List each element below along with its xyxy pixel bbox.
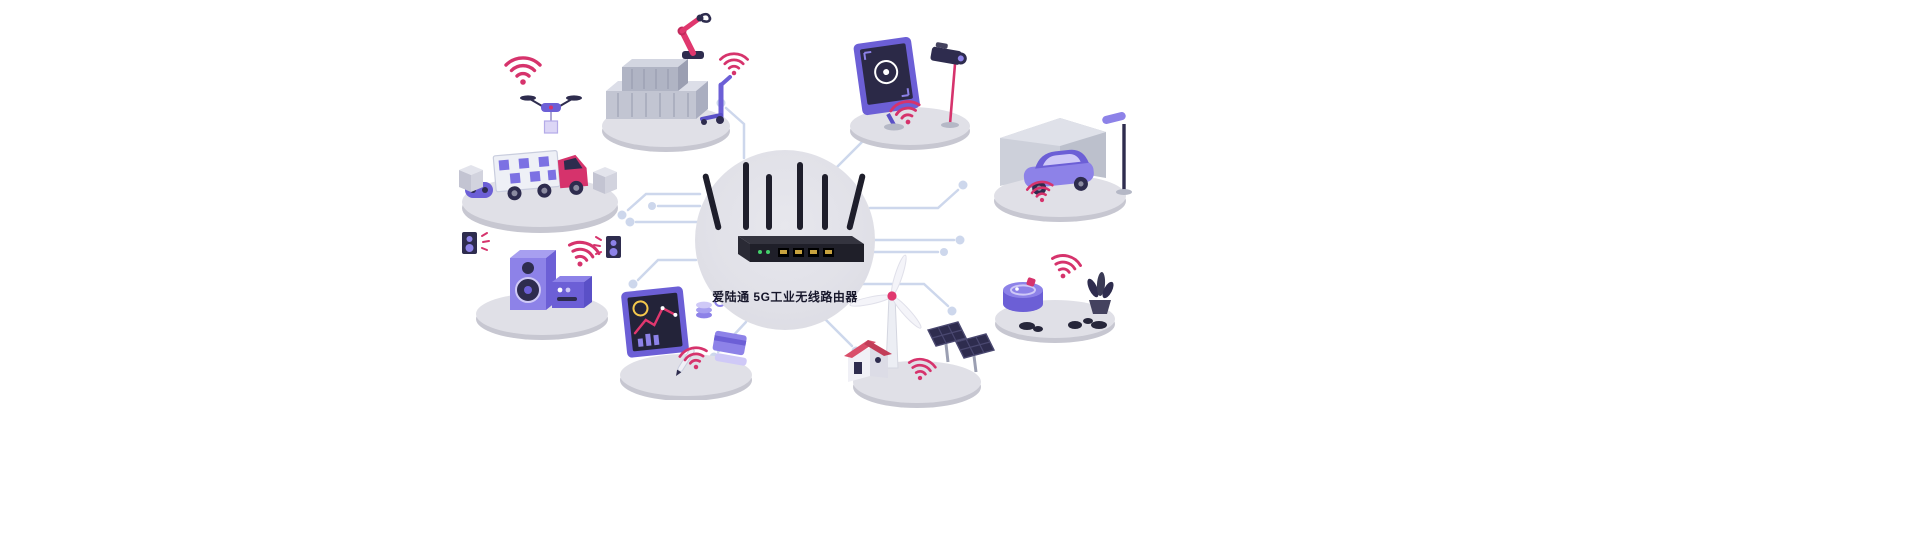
wifi-signal-icon: [1046, 251, 1084, 284]
cctv-camera-icon: [930, 42, 967, 128]
center-hub: 爱陆通 5G工业无线路由器: [695, 150, 875, 330]
drone-icon: [520, 95, 582, 134]
smart-home-icon: [844, 340, 892, 382]
receiver-unit-icon: [552, 276, 592, 308]
wind-turbine-icon: [849, 254, 922, 369]
node-video-surveillance: [828, 28, 993, 153]
truck-icon: [492, 149, 589, 201]
node-smart-metering: [975, 232, 1135, 347]
monitor-stand: [884, 113, 904, 131]
cargo-box-icon: [459, 165, 483, 192]
street-lamp-icon: [1102, 112, 1132, 195]
platform-top: [994, 175, 1126, 217]
node-smart-factory: [578, 5, 753, 155]
ethernet-ports: [778, 248, 834, 257]
robot-arm-icon: [677, 12, 712, 59]
router-body: [738, 236, 864, 262]
wifi-signal-icon: [719, 52, 749, 77]
node-smart-energy: [832, 250, 1002, 410]
speaker-cabinet-icon: [510, 250, 556, 310]
router-label: 爱陆通 5G工业无线路由器: [712, 290, 858, 304]
router-antennas: [702, 162, 866, 231]
cargo-box-icon: [593, 167, 617, 194]
iot-sensor-icon: [1003, 277, 1043, 312]
router-icon: [702, 162, 866, 262]
dashboard-screen-icon: [621, 286, 689, 358]
container-stack-icon: [606, 59, 708, 119]
pallet-jack-icon: [700, 75, 732, 125]
potted-plant-icon: [1087, 272, 1114, 314]
rocks-icon: [1019, 318, 1107, 332]
node-smart-audio: [452, 212, 632, 342]
monitor-icon: [853, 36, 920, 116]
mini-speaker-icon: [462, 232, 490, 254]
solar-panel-icon: [926, 321, 996, 373]
node-smart-finance: [598, 275, 773, 400]
node-drone-logistics: [445, 50, 635, 240]
mini-speaker-icon: [593, 236, 621, 258]
wifi-signal-icon: [504, 56, 542, 87]
platform-top: [850, 107, 970, 145]
node-smart-parking: [972, 84, 1147, 224]
wifi-signal-icon: [563, 237, 603, 273]
platform-top: [620, 354, 752, 396]
card-stack-icon: [712, 330, 747, 366]
